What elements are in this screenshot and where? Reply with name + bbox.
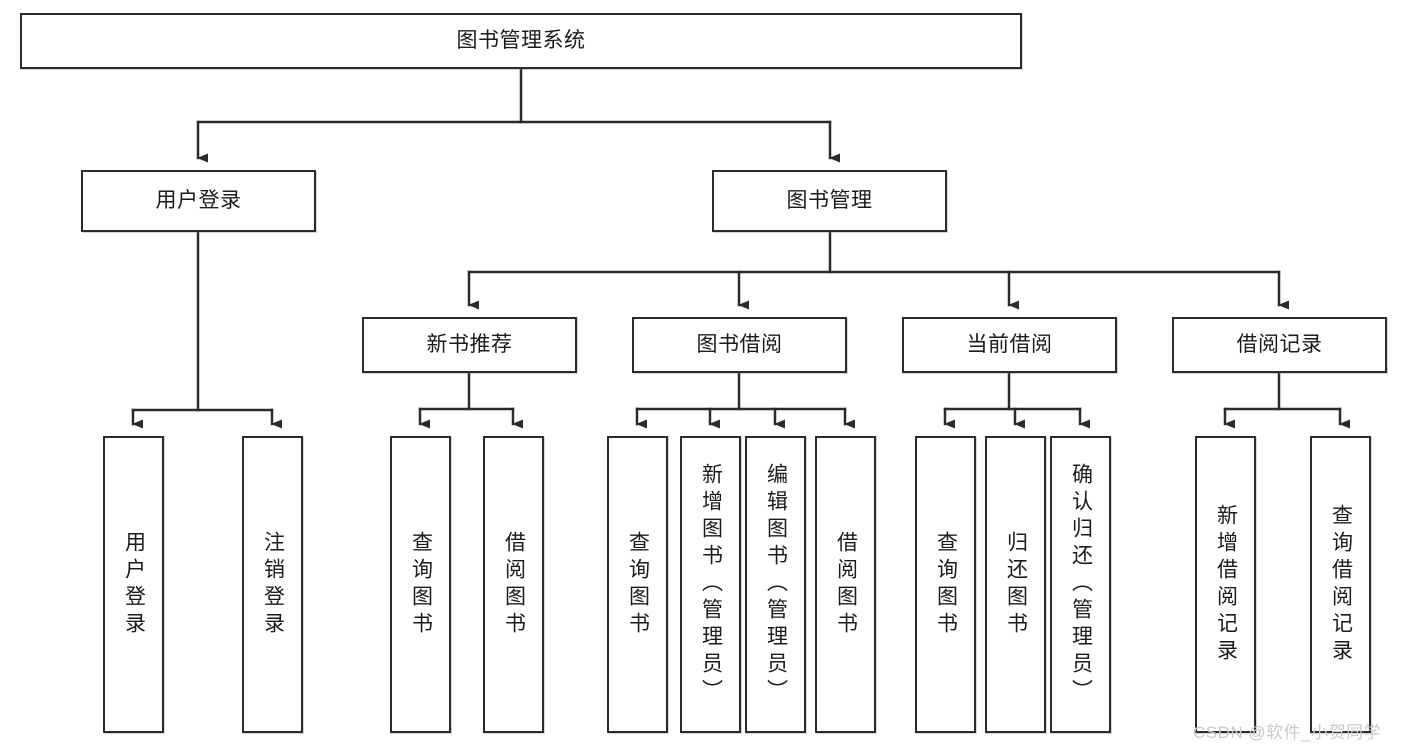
leaf-label-borrow-book-new: 借阅图书	[502, 530, 526, 639]
leaf-label-borrow-book: 借阅图书	[834, 530, 858, 639]
leaf-confirm-return-admin[interactable]: 确认归还（管理员）	[1050, 436, 1111, 733]
node-label-root: 图书管理系统	[456, 28, 586, 52]
node-label-book-management: 图书管理	[786, 188, 873, 212]
node-book-management[interactable]: 图书管理	[712, 170, 947, 232]
leaf-label-query-book-new: 查询图书	[409, 530, 433, 639]
leaf-user-login[interactable]: 用户登录	[103, 436, 164, 733]
leaf-add-book-admin[interactable]: 新增图书（管理员）	[680, 436, 741, 733]
leaf-borrow-book-new[interactable]: 借阅图书	[483, 436, 544, 733]
leaf-borrow-book[interactable]: 借阅图书	[815, 436, 876, 733]
leaf-label-add-book-admin: 新增图书（管理员）	[699, 463, 723, 706]
node-borrow-record[interactable]: 借阅记录	[1172, 317, 1387, 373]
node-label-current-borrow: 当前借阅	[966, 332, 1053, 356]
node-user-login[interactable]: 用户登录	[81, 170, 316, 232]
node-root-book-management-system[interactable]: 图书管理系统	[20, 13, 1022, 69]
leaf-query-book-current[interactable]: 查询图书	[915, 436, 976, 733]
leaf-label-user-login: 用户登录	[122, 530, 146, 639]
leaf-label-logout: 注销登录	[261, 530, 285, 639]
node-new-book-recommend[interactable]: 新书推荐	[362, 317, 577, 373]
leaf-logout[interactable]: 注销登录	[242, 436, 303, 733]
leaf-label-confirm-return-admin: 确认归还（管理员）	[1069, 463, 1093, 706]
leaf-label-query-book-current: 查询图书	[934, 530, 958, 639]
leaf-label-add-borrow-record: 新增借阅记录	[1214, 503, 1238, 666]
leaf-label-return-book: 归还图书	[1004, 530, 1028, 639]
node-label-user-login: 用户登录	[155, 188, 242, 212]
leaf-query-book-borrow[interactable]: 查询图书	[607, 436, 668, 733]
leaf-return-book[interactable]: 归还图书	[985, 436, 1046, 733]
node-label-new-book-recommend: 新书推荐	[426, 332, 513, 356]
leaf-edit-book-admin[interactable]: 编辑图书（管理员）	[745, 436, 806, 733]
leaf-query-book-new[interactable]: 查询图书	[390, 436, 451, 733]
leaf-label-query-book-borrow: 查询图书	[626, 530, 650, 639]
node-book-borrow[interactable]: 图书借阅	[632, 317, 847, 373]
node-current-borrow[interactable]: 当前借阅	[902, 317, 1117, 373]
node-label-book-borrow: 图书借阅	[696, 332, 783, 356]
csdn-watermark: CSDN @软件_小贺同学	[1193, 723, 1382, 742]
leaf-query-borrow-record[interactable]: 查询借阅记录	[1310, 436, 1371, 733]
leaf-label-edit-book-admin: 编辑图书（管理员）	[764, 463, 788, 706]
node-label-borrow-record: 借阅记录	[1236, 332, 1323, 356]
leaf-label-query-borrow-record: 查询借阅记录	[1329, 503, 1353, 666]
leaf-add-borrow-record[interactable]: 新增借阅记录	[1195, 436, 1256, 733]
